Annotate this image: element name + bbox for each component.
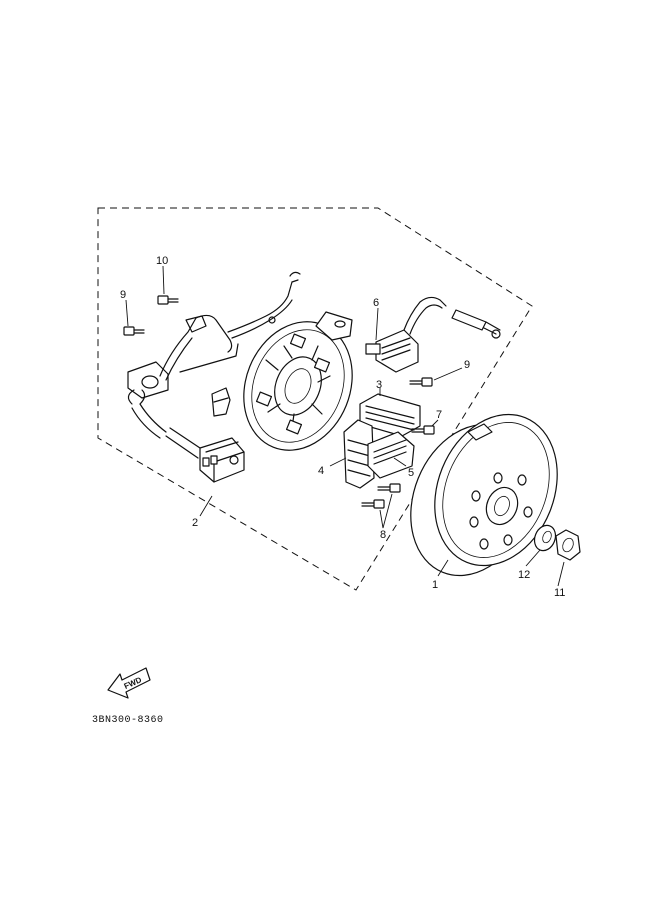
label-part-3: 3 [376, 379, 382, 391]
label-part-5: 5 [408, 467, 414, 479]
label-part-9-left: 9 [120, 289, 126, 301]
label-part-2: 2 [192, 517, 198, 529]
screw-8-upper [377, 483, 401, 493]
nut-11 [555, 529, 581, 561]
label-part-12: 12 [518, 569, 530, 581]
fwd-arrow-icon: FWD [107, 667, 151, 699]
label-part-1: 1 [432, 579, 438, 591]
bolt-9-right [409, 377, 433, 387]
diagram-code: 3BN300-8360 [92, 715, 164, 726]
bolt-10 [157, 295, 179, 305]
source-coil-5 [367, 431, 415, 479]
wire-harness [127, 271, 301, 483]
screw-8-lower [361, 499, 385, 509]
label-part-4: 4 [318, 465, 324, 477]
bolt-9-left [123, 326, 145, 336]
stator-base-plate [243, 311, 353, 451]
label-part-8: 8 [380, 529, 386, 541]
rotor-flywheel-1 [410, 413, 558, 577]
charging-coil-3 [359, 393, 421, 437]
washer-12 [533, 524, 557, 552]
label-part-6: 6 [373, 297, 379, 309]
label-part-7: 7 [436, 409, 442, 421]
label-part-10: 10 [156, 255, 168, 267]
pickup-coil-6 [365, 296, 501, 373]
screw-7 [411, 425, 435, 435]
label-part-11: 11 [554, 587, 565, 599]
label-part-9-right: 9 [464, 359, 470, 371]
lighting-coil-4 [343, 419, 375, 489]
leader-lines [125, 265, 565, 587]
